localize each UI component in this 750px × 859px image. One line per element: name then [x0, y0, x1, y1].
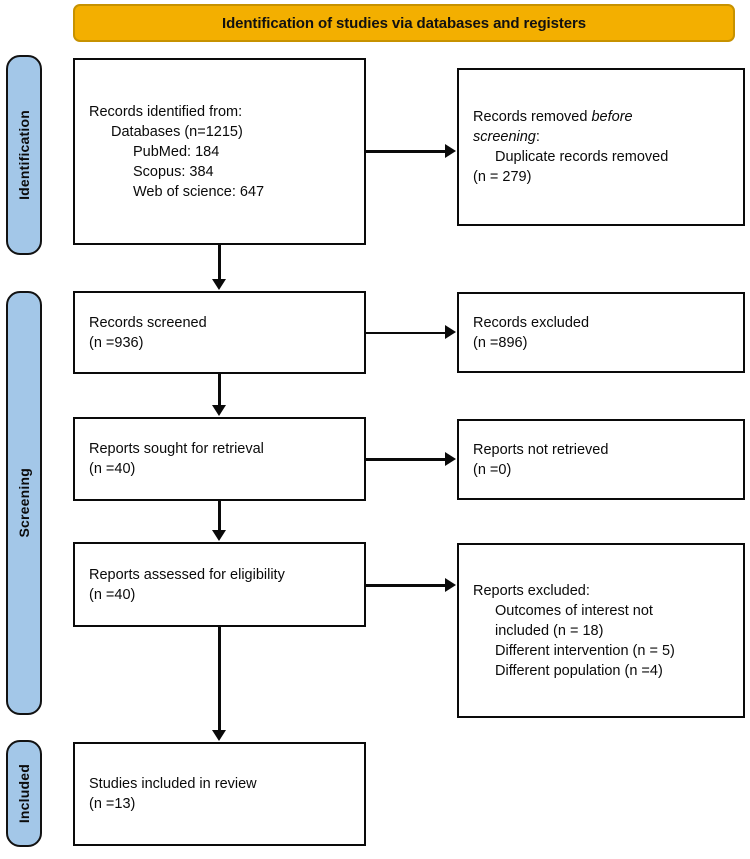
records-identified-line-3: PubMed: 184: [133, 143, 220, 160]
reports-not-retrieved-line-1: Reports not retrieved: [473, 441, 609, 458]
node-reports-assessed-body: Reports assessed for eligibility (n =40): [75, 565, 291, 605]
connector-identified-to-removed-arrow-icon: [445, 143, 456, 158]
connector-sought-to-not-retrieved-arrow-icon: [445, 451, 456, 466]
records-removed-line-2b: :: [535, 129, 540, 145]
records-identified-line-4: Scopus: 384: [133, 163, 214, 180]
stage-label-screening: Screening: [6, 291, 42, 715]
reports-excluded-line-2: Outcomes of interest not: [495, 602, 653, 619]
reports-excluded-line-1: Reports excluded:: [473, 582, 590, 599]
node-records-removed: Records removed before screening: Duplic…: [457, 68, 745, 226]
connector-assessed-to-included-arrow-icon: [211, 730, 226, 741]
node-reports-not-retrieved-body: Reports not retrieved (n =0): [459, 440, 614, 480]
records-identified-line-2: Databases (n=1215): [111, 123, 243, 140]
connector-sought-to-not-retrieved-line: [366, 458, 446, 461]
node-reports-sought: Reports sought for retrieval (n =40): [73, 417, 366, 501]
records-removed-line-2a: screening: [473, 129, 536, 145]
reports-excluded-line-3: included (n = 18): [495, 622, 604, 639]
stage-label-included: Included: [6, 740, 42, 847]
node-records-screened: Records screened (n =936): [73, 291, 366, 374]
connector-screened-to-sought-line: [218, 374, 221, 406]
node-reports-sought-body: Reports sought for retrieval (n =40): [75, 439, 270, 479]
reports-sought-line-1: Reports sought for retrieval: [89, 441, 264, 457]
reports-excluded-line-5: Different population (n =4): [495, 662, 663, 679]
connector-identified-to-removed-line: [366, 150, 446, 153]
studies-included-line-2: (n =13): [89, 796, 136, 812]
records-removed-line-4: (n = 279): [473, 169, 532, 185]
connector-sought-to-assessed-line: [218, 501, 221, 531]
node-records-identified-body: Records identified from: Databases (n=12…: [75, 102, 270, 202]
records-removed-line-3: Duplicate records removed: [495, 149, 669, 165]
node-records-screened-body: Records screened (n =936): [75, 313, 213, 353]
node-reports-assessed: Reports assessed for eligibility (n =40): [73, 542, 366, 627]
records-excluded-line-2: (n =896): [473, 334, 528, 351]
connector-assessed-to-reports-excluded-arrow-icon: [445, 577, 456, 592]
node-reports-not-retrieved: Reports not retrieved (n =0): [457, 419, 745, 500]
records-screened-line-1: Records screened: [89, 314, 207, 331]
node-studies-included-body: Studies included in review (n =13): [75, 774, 263, 814]
connector-identified-to-screened-line: [218, 245, 221, 280]
records-identified-line-5: Web of science: 647: [133, 183, 265, 200]
reports-not-retrieved-line-2: (n =0): [473, 461, 512, 478]
reports-assessed-line-1: Reports assessed for eligibility: [89, 566, 285, 583]
records-removed-line-1b: before: [591, 109, 633, 125]
node-studies-included: Studies included in review (n =13): [73, 742, 366, 846]
studies-included-line-1: Studies included in review: [89, 776, 257, 792]
stage-label-identification: Identification: [6, 55, 42, 255]
records-identified-line-1: Records identified from:: [89, 103, 243, 120]
connector-screened-to-excluded-arrow-icon: [445, 325, 456, 339]
node-records-excluded: Records excluded (n =896): [457, 292, 745, 373]
connector-screened-to-sought-arrow-icon: [211, 405, 226, 416]
node-records-identified: Records identified from: Databases (n=12…: [73, 58, 366, 245]
connector-screened-to-excluded-line: [366, 331, 446, 334]
stage-label-included-text: Included: [16, 763, 32, 824]
reports-excluded-line-4: Different intervention (n = 5): [495, 642, 675, 659]
stage-label-identification-text: Identification: [16, 110, 32, 200]
connector-sought-to-assessed-arrow-icon: [211, 530, 226, 541]
connector-identified-to-screened-arrow-icon: [211, 279, 226, 290]
reports-sought-line-2: (n =40): [89, 461, 136, 477]
diagram-title: Identification of studies via databases …: [222, 14, 586, 32]
records-removed-line-1a: Records removed: [473, 109, 592, 125]
records-screened-line-2: (n =936): [89, 334, 144, 351]
reports-assessed-line-2: (n =40): [89, 586, 136, 603]
connector-assessed-to-included-line: [218, 627, 221, 731]
node-reports-excluded: Reports excluded: Outcomes of interest n…: [457, 543, 745, 718]
connector-assessed-to-reports-excluded-line: [366, 584, 446, 587]
diagram-header-banner: Identification of studies via databases …: [73, 4, 735, 42]
stage-label-screening-text: Screening: [16, 468, 32, 538]
node-reports-excluded-body: Reports excluded: Outcomes of interest n…: [459, 581, 681, 681]
node-records-removed-body: Records removed before screening: Duplic…: [459, 107, 674, 187]
records-excluded-line-1: Records excluded: [473, 314, 590, 331]
node-records-excluded-body: Records excluded (n =896): [459, 313, 595, 353]
